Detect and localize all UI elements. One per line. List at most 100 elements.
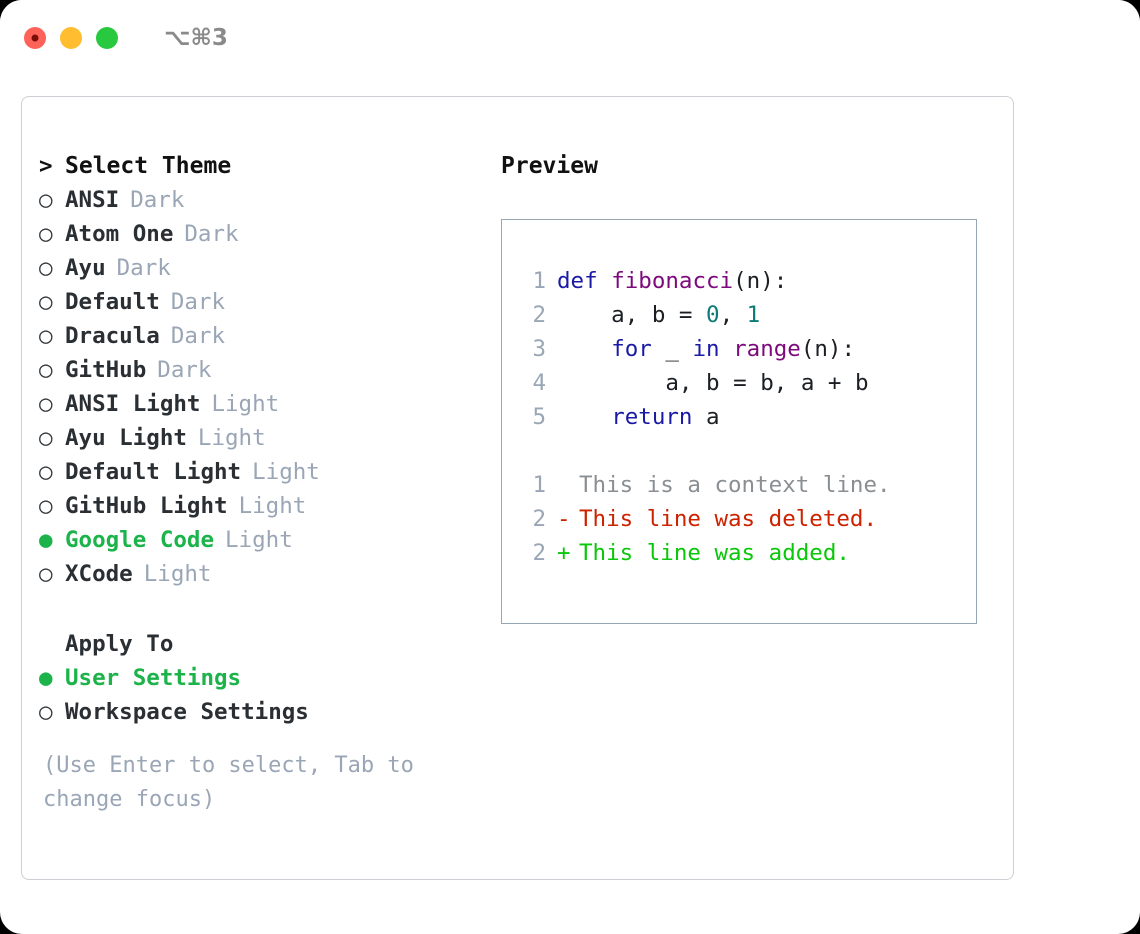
theme-mode-badge: Light	[197, 425, 266, 451]
radio-unselected-icon[interactable]: ○	[39, 425, 53, 451]
theme-list-item[interactable]: ○ XCode Light	[39, 557, 479, 591]
spacer	[39, 729, 479, 749]
diff-block: 1 This is a context line.2-This line was…	[518, 468, 976, 570]
code-token: def	[557, 268, 612, 294]
theme-name-label: ANSI	[65, 187, 120, 213]
theme-name-label: Default	[65, 289, 160, 315]
code-line-text: def fibonacci(n):	[557, 264, 787, 298]
code-line: 1 def fibonacci(n):	[518, 264, 976, 298]
diff-line-text: This line was added.	[579, 540, 850, 566]
code-token: a, b =	[557, 302, 707, 328]
apply-to-heading: Apply To	[65, 631, 174, 657]
traffic-lights	[24, 27, 118, 49]
code-line: 3 for _ in range(n):	[518, 332, 976, 366]
diff-sign: +	[557, 540, 571, 566]
theme-list-item[interactable]: ○ GitHub Light Light	[39, 489, 479, 523]
code-line: 5 return a	[518, 400, 976, 434]
apply-to-option[interactable]: ○ Workspace Settings	[39, 695, 479, 729]
theme-name-label: Google Code	[65, 527, 215, 553]
code-line-text: a, b = 0, 1	[557, 298, 760, 332]
line-number: 1	[532, 472, 546, 498]
theme-name-label: Dracula	[65, 323, 160, 349]
code-token: 0	[706, 302, 720, 328]
theme-mode-badge: Dark	[170, 289, 226, 315]
code-line-text: a, b = b, a + b	[557, 366, 869, 400]
select-theme-heading: > Select Theme	[39, 149, 479, 183]
code-line-text: for _ in range(n):	[557, 332, 855, 366]
theme-list-item[interactable]: ○ Dracula Dark	[39, 319, 479, 353]
radio-unselected-icon[interactable]: ○	[39, 255, 53, 281]
code-token: a, b = b, a + b	[557, 370, 869, 396]
theme-list-item[interactable]: ○ Default Light Light	[39, 455, 479, 489]
theme-list-item[interactable]: ○ Default Dark	[39, 285, 479, 319]
theme-name-label: Default Light	[65, 459, 242, 485]
radio-unselected-icon[interactable]: ○	[39, 357, 53, 383]
theme-name-label: ANSI Light	[65, 391, 201, 417]
code-token: range	[733, 336, 801, 362]
apply-to-option[interactable]: ●User Settings	[39, 661, 479, 695]
code-line: 4 a, b = b, a + b	[518, 366, 976, 400]
theme-mode-badge: Dark	[184, 221, 239, 247]
line-number: 4	[532, 370, 546, 396]
line-number: 2	[532, 506, 546, 532]
spacer	[518, 434, 976, 468]
code-token: (n):	[800, 336, 856, 362]
theme-list-item[interactable]: ○ Ayu Dark	[39, 251, 479, 285]
code-token	[720, 336, 734, 362]
line-number: 5	[532, 404, 546, 430]
code-token: ,	[719, 302, 747, 328]
theme-list-item[interactable]: ○ Ayu Light Light	[39, 421, 479, 455]
code-token: in	[692, 336, 720, 362]
theme-name-label: Ayu	[65, 255, 106, 281]
theme-name-label: XCode	[65, 561, 133, 587]
radio-unselected-icon[interactable]: ○	[39, 699, 53, 725]
code-token: for	[611, 336, 652, 362]
code-token: (n):	[733, 268, 788, 294]
radio-unselected-icon[interactable]: ○	[39, 459, 53, 485]
maximize-window-icon[interactable]	[96, 27, 118, 49]
spacer	[39, 591, 479, 627]
diff-line: 1 This is a context line.	[518, 468, 976, 502]
radio-unselected-icon[interactable]: ○	[39, 323, 53, 349]
theme-mode-badge: Light	[211, 391, 280, 417]
title-bar: ⌥⌘3	[0, 0, 1140, 76]
diff-line-text: This line was deleted.	[579, 506, 878, 532]
theme-name-label: Ayu Light	[65, 425, 187, 451]
code-token: 1	[746, 302, 761, 328]
theme-mode-badge: Light	[143, 561, 212, 587]
radio-selected-icon[interactable]: ●	[39, 527, 53, 553]
radio-unselected-icon[interactable]: ○	[39, 493, 53, 519]
apply-to-list: ●User Settings ○ Workspace Settings	[39, 661, 479, 729]
theme-mode-badge: Light	[238, 493, 307, 519]
theme-list-item[interactable]: ○ ANSI Light Light	[39, 387, 479, 421]
theme-mode-badge: Dark	[170, 323, 226, 349]
code-token: _	[651, 336, 693, 362]
code-line-text: return a	[557, 400, 719, 434]
diff-line: 2-This line was deleted.	[518, 502, 976, 536]
theme-mode-badge: Dark	[116, 255, 171, 281]
radio-unselected-icon[interactable]: ○	[39, 561, 53, 587]
apply-to-option-label: Workspace Settings	[65, 699, 309, 725]
theme-name-label: GitHub Light	[65, 493, 228, 519]
diff-sign	[557, 468, 579, 502]
radio-unselected-icon[interactable]: ○	[39, 391, 53, 417]
radio-unselected-icon[interactable]: ○	[39, 221, 53, 247]
line-number: 1	[532, 268, 546, 294]
keyboard-shortcut-label: ⌥⌘3	[164, 25, 228, 51]
theme-name-label: GitHub	[65, 357, 147, 383]
code-token: fibonacci	[611, 268, 734, 294]
radio-unselected-icon[interactable]: ○	[39, 187, 53, 213]
theme-mode-badge: Light	[252, 459, 320, 485]
radio-unselected-icon[interactable]: ○	[39, 289, 53, 315]
close-window-icon[interactable]	[24, 27, 46, 49]
minimize-window-icon[interactable]	[60, 27, 82, 49]
radio-selected-icon[interactable]: ●	[39, 665, 53, 691]
